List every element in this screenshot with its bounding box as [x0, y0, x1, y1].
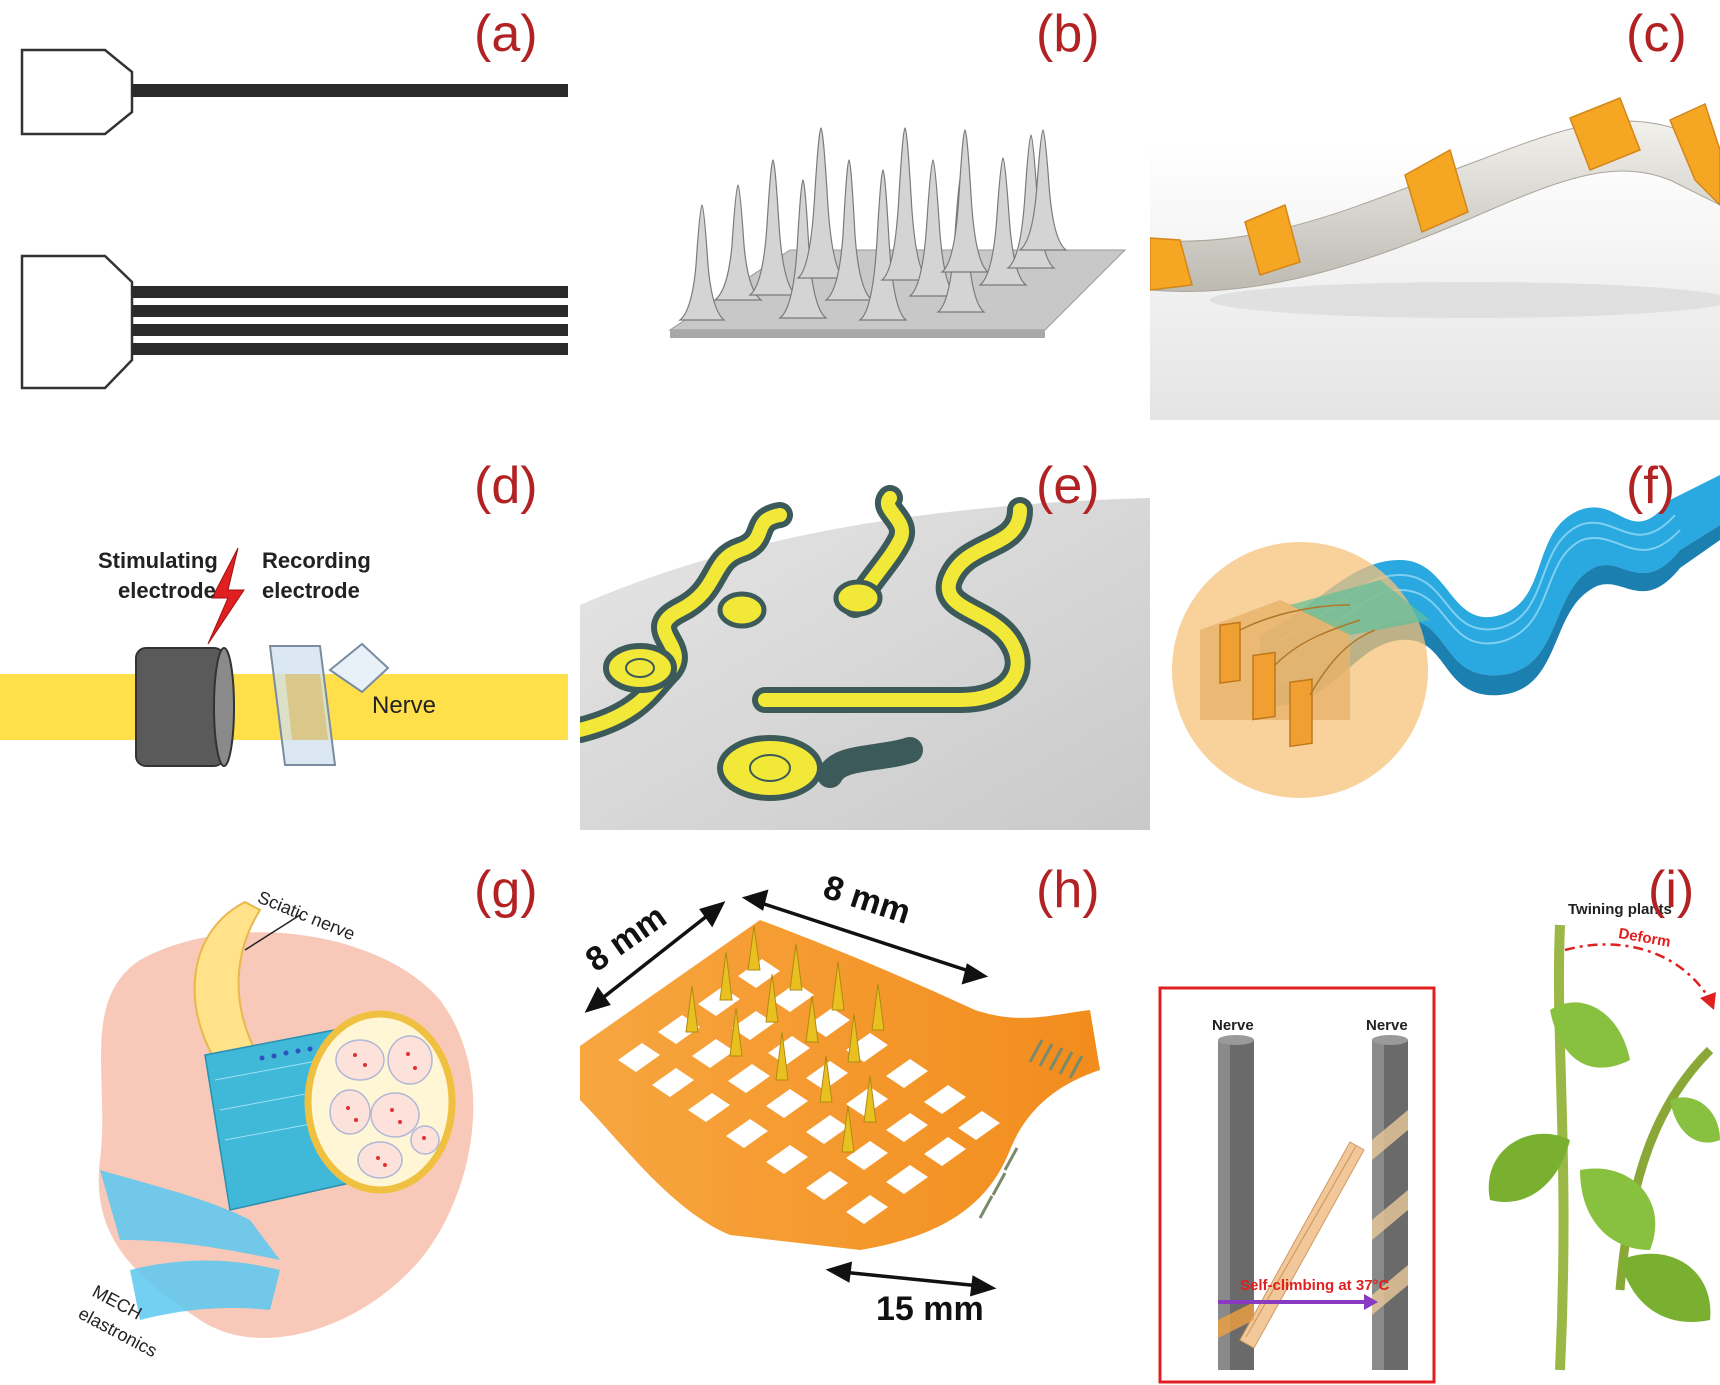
- panel-f-label: (f): [1626, 457, 1676, 515]
- panel-b-drawing: [668, 127, 1127, 338]
- panel-h-drawing: [580, 889, 1100, 1297]
- electrode-pads: [603, 579, 883, 801]
- panel-a: (a): [0, 0, 570, 420]
- deform-arrow: [1564, 943, 1712, 1001]
- panel-a-drawing: [20, 48, 568, 390]
- recording-label: Recording: [262, 548, 371, 573]
- lightning-icon: [207, 547, 245, 645]
- panel-e-label: (e): [1036, 457, 1100, 515]
- panel-c-label: (c): [1626, 5, 1687, 63]
- panel-g-drawing: [98, 900, 474, 1338]
- panel-d-label: (d): [474, 457, 538, 515]
- panel-h: 8 mm 8 mm 15 mm (h): [580, 840, 1150, 1385]
- panel-e: (e): [580, 430, 1150, 830]
- climbing-arrow: [1218, 1294, 1378, 1310]
- self-climbing-label: Self-climbing at 37°C: [1240, 1277, 1390, 1294]
- recording-cuff: [268, 642, 390, 766]
- single-wire-electrode: [20, 48, 568, 136]
- panel-d-drawing: [0, 547, 568, 767]
- dimension-arrows: [584, 889, 997, 1297]
- nerve-left-label: Nerve: [1212, 1017, 1254, 1034]
- panel-g: Sciatic nerve MECH elastronics (g): [0, 840, 570, 1385]
- panel-g-label: (g): [474, 861, 538, 919]
- twining-plant: [1488, 924, 1720, 1371]
- dim-bottom-label: 15 mm: [876, 1290, 984, 1328]
- recording-label-2: electrode: [262, 578, 360, 603]
- panel-d: Stimulating electrode Recording electrod…: [0, 430, 570, 830]
- straight-strip: [1239, 1141, 1365, 1349]
- panel-a-label: (a): [474, 5, 538, 63]
- panel-b: (b): [580, 0, 1140, 420]
- nerve-right-label: Nerve: [1366, 1017, 1408, 1034]
- panel-i-drawing: [1158, 924, 1720, 1384]
- nerve-cross-section: [304, 1010, 456, 1194]
- panel-f-drawing: [1172, 475, 1720, 798]
- stimulating-label: Stimulating: [98, 548, 218, 573]
- nerve-label: Nerve: [372, 692, 437, 719]
- stimulating-label-2: electrode: [118, 578, 216, 603]
- twining-plants-label: Twining plants: [1568, 901, 1672, 918]
- mesh-windows: [618, 959, 1000, 1224]
- microneedle-spikes: [678, 127, 1068, 321]
- electrode-contacts: [1219, 621, 1313, 748]
- stimulating-cuff: [135, 647, 235, 767]
- panel-i: Nerve Nerve Self-climbing at 37°C Twinin…: [1150, 840, 1720, 1385]
- microneedle-spikes: [685, 925, 885, 1153]
- panel-f: (f): [1150, 430, 1720, 830]
- panel-e-drawing: [580, 485, 1150, 830]
- panel-c: (c): [1150, 0, 1720, 420]
- panel-h-label: (h): [1036, 861, 1100, 919]
- wrapped-strip: [1372, 1110, 1408, 1315]
- helical-ribbon-electrode: [1150, 97, 1720, 291]
- panel-c-drawing: [1150, 97, 1720, 420]
- panel-i-label: (i): [1648, 861, 1695, 919]
- connector-pads: [978, 1039, 1084, 1219]
- multi-wire-electrode: [20, 254, 568, 390]
- panel-b-label: (b): [1036, 5, 1100, 63]
